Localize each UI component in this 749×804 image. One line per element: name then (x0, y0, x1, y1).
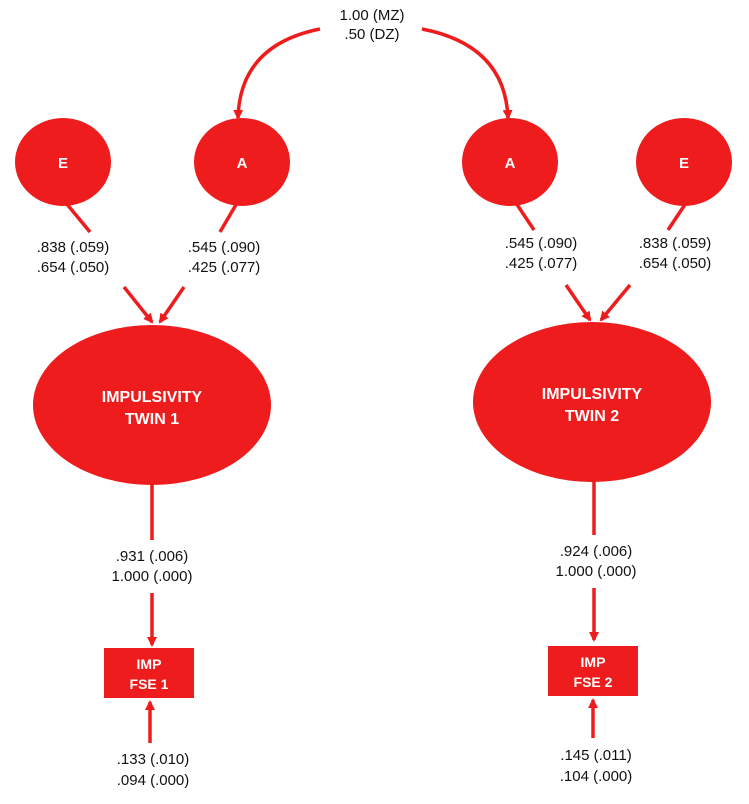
twin2-e-path-lower (599, 283, 632, 322)
twin2-indicator-label-line1: IMP (581, 654, 606, 670)
twin2-latent-label-line1: IMPULSIVITY (542, 386, 643, 403)
twin2-a-path-upper (514, 202, 536, 231)
a-correlation-curve-left (233, 27, 321, 120)
correlation-label-mz: 1.00 (MZ) (339, 7, 404, 24)
a-correlation-group: 1.00 (MZ) .50 (DZ) (233, 7, 513, 120)
twin1-a-path-est1: .545 (.090) (188, 239, 261, 256)
twin1-a-path-upper (218, 202, 239, 233)
twin2-a-path-lower (564, 284, 592, 322)
twin1-e-path-est2: .654 (.050) (37, 259, 110, 276)
twin1-indicator-box (104, 648, 194, 698)
twin2-e-path-upper (666, 202, 688, 231)
twin1-latent-label-line2: TWIN 1 (125, 411, 179, 428)
twin1-indicator-label-line1: IMP (137, 656, 162, 672)
twin1-e-path-lower (122, 285, 154, 324)
twin2-model: A E .545 (.090) .425 (.077) .838 (.059) … (462, 118, 732, 785)
twin2-e-path-est1: .838 (.059) (639, 235, 712, 252)
twin2-loading-est1: .924 (.006) (560, 543, 633, 560)
twin1-latent-impulsivity (33, 325, 271, 485)
twin2-a-path-est1: .545 (.090) (505, 235, 578, 252)
twin1-model: E A .838 (.059) .654 (.050) .545 (.090) … (15, 118, 290, 789)
twin1-loading-est1: .931 (.006) (116, 548, 189, 565)
twin1-loading-est2: 1.000 (.000) (112, 568, 193, 585)
twin1-residual-est1: .133 (.010) (117, 751, 190, 768)
twin2-a-factor-label: A (505, 155, 516, 172)
twin1-e-path-est1: .838 (.059) (37, 239, 110, 256)
twin2-latent-label-line2: TWIN 2 (565, 408, 619, 425)
twin2-e-path-est2: .654 (.050) (639, 255, 712, 272)
twin1-a-factor (194, 118, 290, 206)
twin2-residual-est1: .145 (.011) (560, 747, 631, 764)
twin1-residual-est2: .094 (.000) (117, 772, 190, 789)
twin2-latent-impulsivity (473, 322, 711, 482)
correlation-label-dz: .50 (DZ) (344, 26, 399, 43)
twin1-indicator-label-line2: FSE 1 (130, 676, 169, 692)
a-correlation-curve-right (421, 27, 513, 120)
twin1-latent-label-line1: IMPULSIVITY (102, 389, 203, 406)
twin2-residual-est2: .104 (.000) (560, 768, 633, 785)
twin2-e-factor-label: E (679, 155, 689, 172)
twin1-e-factor-label: E (58, 155, 68, 172)
twin1-a-path-est2: .425 (.077) (188, 259, 261, 276)
twin2-a-factor (462, 118, 558, 206)
twin2-a-path-est2: .425 (.077) (505, 255, 578, 272)
twin1-a-path-lower (158, 286, 186, 324)
twin2-indicator-box (548, 646, 638, 696)
twin1-a-factor-label: A (237, 155, 248, 172)
twin1-e-factor (15, 118, 111, 206)
twin1-e-path-upper (64, 201, 92, 234)
twin2-e-factor (636, 118, 732, 206)
twin2-loading-est2: 1.000 (.000) (556, 563, 637, 580)
twin2-indicator-label-line2: FSE 2 (574, 674, 613, 690)
